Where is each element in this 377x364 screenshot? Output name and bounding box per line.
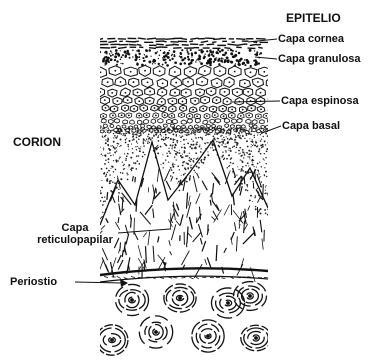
label-capa-reticulopapilar: Capa reticulopapilar xyxy=(34,222,116,246)
label-capa-reticulopapilar-line1: Capa xyxy=(34,222,116,234)
label-capa-cornea: Capa cornea xyxy=(278,33,344,45)
bone-lamellae xyxy=(96,282,271,356)
leader-periostio xyxy=(75,282,122,283)
label-capa-reticulopapilar-line2: reticulopapilar xyxy=(34,234,116,246)
periostio-band xyxy=(100,268,268,282)
label-capa-espinosa: Capa espinosa xyxy=(281,95,359,107)
leader-capa-granulosa xyxy=(255,57,277,59)
espinosa-layer xyxy=(88,65,279,133)
label-corion: CORION xyxy=(13,136,61,148)
label-capa-basal: Capa basal xyxy=(282,120,340,132)
basal-layer xyxy=(99,127,268,215)
granulosa-layer xyxy=(99,49,262,67)
leader-capa-reticulopapilar xyxy=(118,229,170,233)
cornea-layer xyxy=(100,38,269,48)
label-epitelio: EPITELIO xyxy=(286,12,341,24)
label-periostio: Periostio xyxy=(10,276,57,288)
periostio-arrowhead xyxy=(120,279,128,287)
label-capa-granulosa: Capa granulosa xyxy=(278,53,361,65)
